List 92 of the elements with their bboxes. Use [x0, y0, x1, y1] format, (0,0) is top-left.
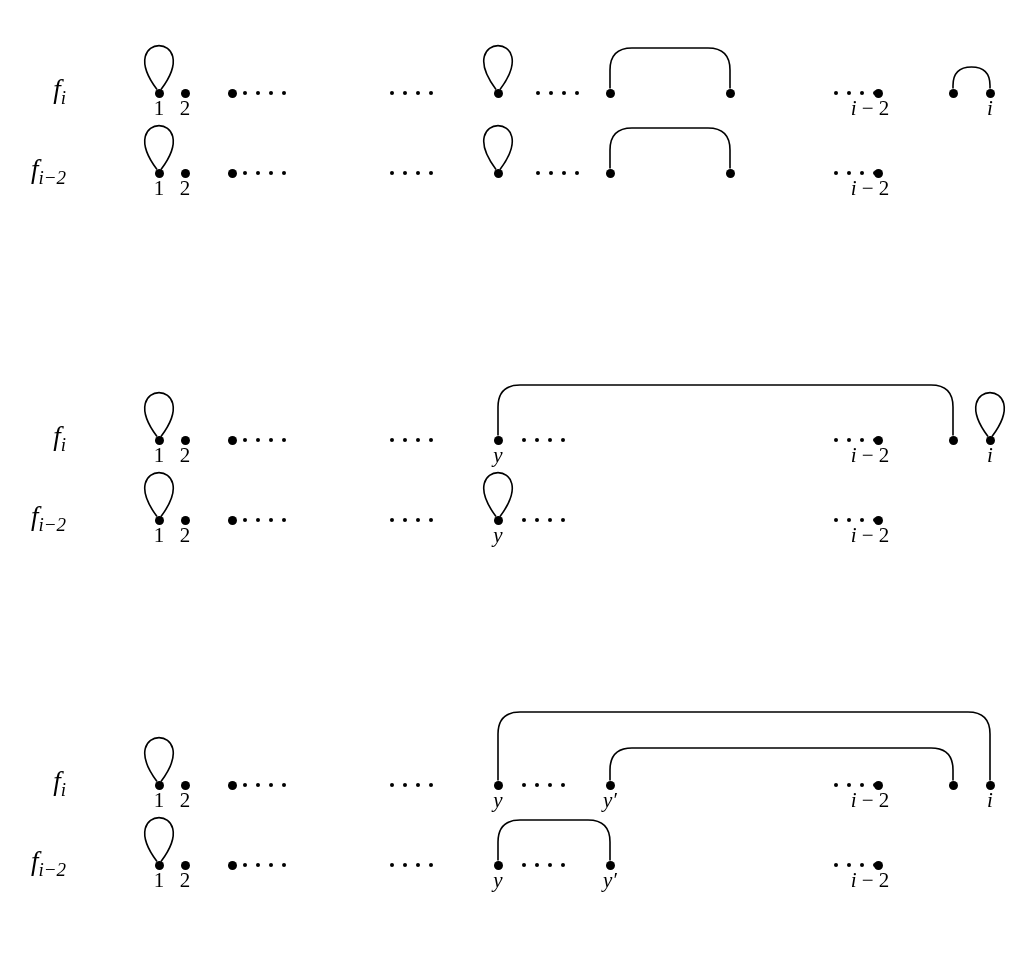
vertex-dot	[493, 88, 503, 98]
vertex-label: y	[493, 790, 503, 811]
vertex-dot	[493, 435, 503, 445]
loop-edge	[483, 471, 513, 518]
vertex-label: y	[493, 870, 503, 891]
vertex-dot	[227, 435, 237, 445]
arc-edge	[609, 747, 954, 782]
vertex-label: 2	[179, 98, 191, 119]
arc-edge	[497, 384, 954, 437]
arc-edge	[609, 127, 731, 170]
row-label: f$_{i−2}$	[30, 503, 66, 535]
vertex-label: 2	[179, 445, 191, 466]
vertex-dot	[227, 515, 237, 525]
vertex-dot	[948, 780, 958, 790]
row-label: f$_{i}$	[53, 768, 66, 800]
vertex-label: i − 2	[850, 178, 890, 199]
vertex-label: i	[987, 98, 993, 119]
vertex-label: 2	[179, 178, 191, 199]
vertex-dot	[605, 780, 615, 790]
vertex-dot	[873, 860, 883, 870]
arc-edge	[497, 711, 991, 782]
vertex-dot	[227, 88, 237, 98]
vertex-dot	[605, 860, 615, 870]
vertex-dot	[725, 168, 735, 178]
vertex-label: i	[987, 445, 993, 466]
loop-edge	[144, 736, 174, 783]
vertex-dot	[227, 860, 237, 870]
vertex-dot	[180, 780, 190, 790]
vertex-dot	[154, 88, 164, 98]
vertex-dot	[985, 88, 995, 98]
vertex-label: i − 2	[850, 870, 890, 891]
loop-edge	[144, 391, 174, 438]
loop-edge	[144, 124, 174, 171]
loop-edge	[144, 471, 174, 518]
arc-edge	[609, 47, 731, 90]
vertex-label: 2	[179, 790, 191, 811]
vertex-dot	[725, 88, 735, 98]
vertex-label: 1	[153, 98, 165, 119]
vertex-label: i − 2	[850, 98, 890, 119]
vertex-dot	[873, 515, 883, 525]
vertex-label: 2	[179, 525, 191, 546]
vertex-label: i − 2	[850, 445, 890, 466]
vertex-label: y	[493, 445, 503, 466]
vertex-label: y′	[603, 790, 617, 811]
vertex-dot	[873, 88, 883, 98]
vertex-dot	[180, 435, 190, 445]
loop-edge	[144, 44, 174, 91]
vertex-dot	[227, 780, 237, 790]
vertex-dot	[180, 860, 190, 870]
vertex-dot	[948, 88, 958, 98]
vertex-dot	[227, 168, 237, 178]
loop-edge	[144, 816, 174, 863]
vertex-dot	[605, 168, 615, 178]
vertex-dot	[180, 168, 190, 178]
vertex-label: y′	[603, 870, 617, 891]
vertex-dot	[154, 435, 164, 445]
row-label: f$_{i}$	[53, 423, 66, 455]
vertex-label: i − 2	[850, 790, 890, 811]
vertex-dot	[154, 168, 164, 178]
vertex-label: 2	[179, 870, 191, 891]
vertex-dot	[493, 515, 503, 525]
vertex-dot	[493, 168, 503, 178]
row-label: f$_{i−2}$	[30, 848, 66, 880]
vertex-dot	[605, 88, 615, 98]
vertex-dot	[873, 780, 883, 790]
vertex-label: i − 2	[850, 525, 890, 546]
vertex-label: 1	[153, 445, 165, 466]
vertex-dot	[154, 780, 164, 790]
vertex-label: 1	[153, 870, 165, 891]
vertex-dot	[493, 780, 503, 790]
vertex-label: i	[987, 790, 993, 811]
vertex-dot	[985, 780, 995, 790]
vertex-dot	[873, 168, 883, 178]
arc-edge	[952, 66, 991, 90]
row-label: f$_{i}$	[53, 76, 66, 108]
vertex-dot	[154, 860, 164, 870]
vertex-label: y	[493, 525, 503, 546]
vertex-dot	[493, 860, 503, 870]
vertex-dot	[154, 515, 164, 525]
vertex-dot	[948, 435, 958, 445]
vertex-dot	[180, 88, 190, 98]
vertex-label: 1	[153, 790, 165, 811]
loop-edge	[483, 44, 513, 91]
vertex-dot	[873, 435, 883, 445]
row-label: f$_{i−2}$	[30, 156, 66, 188]
vertex-label: 1	[153, 178, 165, 199]
vertex-label: 1	[153, 525, 165, 546]
loop-edge	[483, 124, 513, 171]
vertex-dot	[985, 435, 995, 445]
vertex-dot	[180, 515, 190, 525]
loop-edge	[975, 391, 1005, 438]
arc-edge	[497, 819, 611, 862]
